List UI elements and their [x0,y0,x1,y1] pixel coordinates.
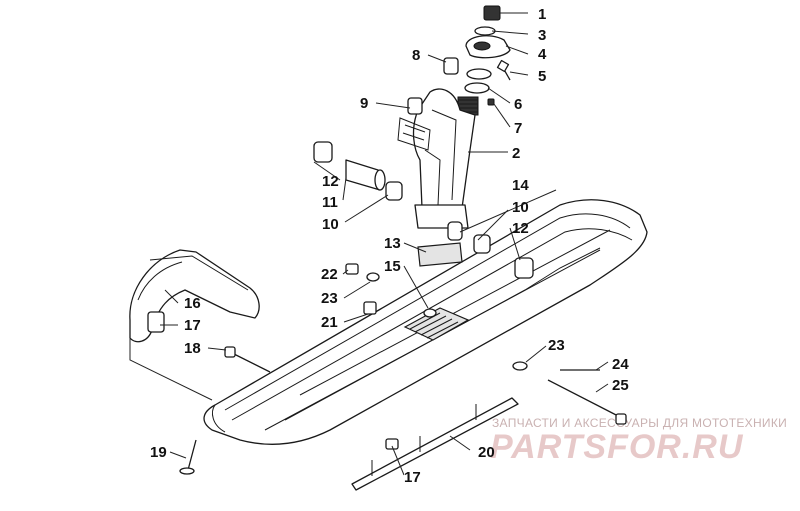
callout-8: 8 [412,47,420,64]
callout-17-top: 17 [184,317,201,334]
callout-24: 24 [612,356,629,373]
callout-23-left: 23 [321,290,338,307]
callout-labels: 1 3 4 5 6 7 8 9 2 12 11 10 14 10 12 13 1… [150,6,629,486]
callout-25: 25 [612,377,629,394]
callout-13: 13 [384,235,401,252]
callout-18: 18 [184,340,201,357]
callout-10-left: 10 [322,216,339,233]
callout-10-right: 10 [512,199,529,216]
callout-16: 16 [184,295,201,312]
pivot-parts [313,141,534,279]
callout-21: 21 [321,314,338,331]
spindle-assembly [397,5,511,229]
callout-14: 14 [512,177,529,194]
callout-15: 15 [384,258,401,275]
callout-6: 6 [514,96,522,113]
callout-2: 2 [512,145,520,162]
callout-1: 1 [538,6,546,23]
callout-5: 5 [538,68,546,85]
callout-23-right: 23 [548,337,565,354]
callout-4: 4 [538,46,547,63]
watermark-logo: PARTSFOR.RU [490,428,744,466]
callout-12-left: 12 [322,173,339,190]
leader-lines [129,12,609,476]
callout-20: 20 [478,444,495,461]
callout-11: 11 [322,194,338,211]
watermark-caption: ЗАПЧАСТИ И АКСЕССУАРЫ ДЛЯ МОТОТЕХНИКИ [492,416,787,430]
callout-22: 22 [321,266,338,283]
callout-3: 3 [538,27,546,44]
callout-7: 7 [514,120,522,137]
ski-handle [129,249,260,343]
callout-12-right: 12 [512,220,529,237]
callout-9: 9 [360,95,368,112]
fasteners [179,263,627,491]
ski-body [203,199,648,445]
callout-19: 19 [150,444,167,461]
watermark: ЗАПЧАСТИ И АКСЕССУАРЫ ДЛЯ МОТОТЕХНИКИ PA… [490,416,787,466]
callout-17-bottom: 17 [404,469,421,486]
